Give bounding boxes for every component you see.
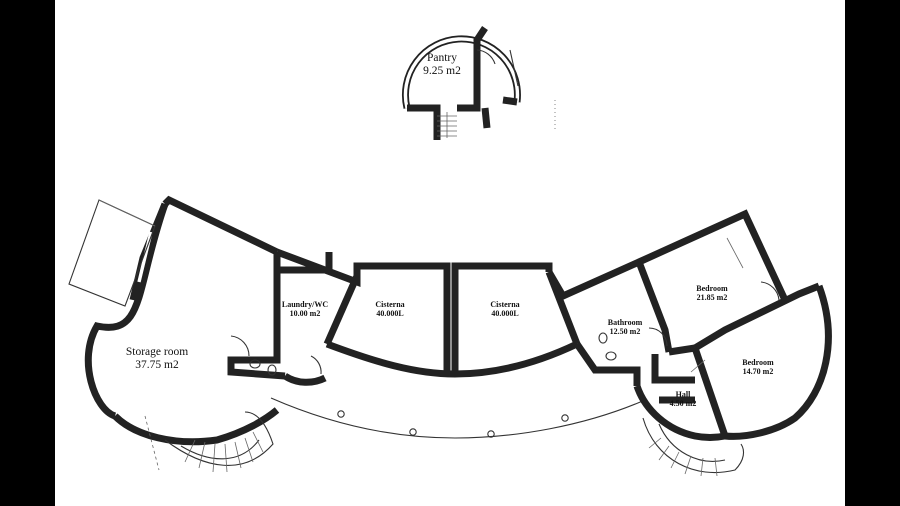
pantry-walls — [401, 26, 521, 140]
bedroom-2-area: 14.70 m2 — [742, 367, 774, 377]
laundry-name: Laundry/WC — [281, 300, 329, 309]
cistern-right-label: Cisterna 40.000L — [475, 300, 535, 318]
pantry-stairs — [437, 100, 556, 138]
hall-label: Hall 4.50 m2 — [663, 390, 703, 408]
bedroom-2-name: Bedroom — [742, 358, 774, 367]
floor-plan-sheet: Pantry 9.25 m2 Storage room 37.75 m2 Lau… — [55, 0, 845, 506]
laundry-label: Laundry/WC 10.00 m2 — [270, 300, 340, 318]
cistern-left-name: Cisterna — [375, 300, 405, 309]
cistern-left-label: Cisterna 40.000L — [360, 300, 420, 318]
stairs-right — [642, 417, 745, 477]
terrace-edge — [270, 397, 646, 439]
storage-room-label: Storage room 37.75 m2 — [107, 346, 207, 372]
pantry-label: Pantry 9.25 m2 — [407, 52, 477, 78]
bathroom-name: Bathroom — [607, 318, 643, 327]
stairs-left — [144, 411, 274, 473]
bedroom-1-area: 21.85 m2 — [696, 293, 728, 303]
bedroom-1-name: Bedroom — [696, 284, 728, 293]
storage-room-walls — [84, 195, 280, 446]
floor-plan-drawing — [68, 26, 832, 477]
cistern-right-name: Cisterna — [490, 300, 520, 309]
hall-name: Hall — [675, 390, 691, 399]
hall-area: 4.50 m2 — [669, 399, 697, 409]
pantry-name: Pantry — [426, 52, 458, 64]
storage-balcony — [68, 199, 156, 307]
bedroom-1-label: Bedroom 21.85 m2 — [685, 284, 739, 302]
storage-room-area: 37.75 m2 — [135, 359, 179, 372]
bathroom-label: Bathroom 12.50 m2 — [597, 318, 653, 336]
laundry-area: 10.00 m2 — [289, 309, 321, 319]
bathroom-area: 12.50 m2 — [609, 327, 641, 337]
storage-room-name: Storage room — [125, 346, 189, 358]
cistern-right-volume: 40.000L — [491, 309, 519, 319]
cistern-left-volume: 40.000L — [376, 309, 404, 319]
cistern-walls — [323, 262, 581, 378]
pantry-area: 9.25 m2 — [423, 65, 461, 78]
right-wing-walls — [545, 209, 832, 441]
bedroom-2-label: Bedroom 14.70 m2 — [731, 358, 785, 376]
